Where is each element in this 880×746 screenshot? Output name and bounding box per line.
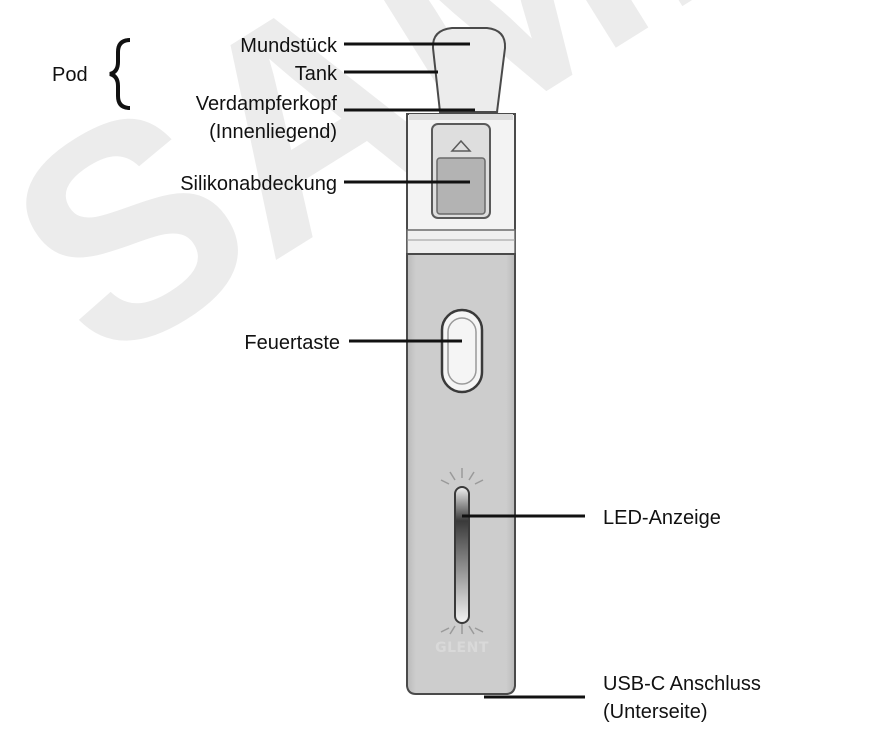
device-body — [406, 253, 516, 695]
label-tank: Tank — [295, 63, 338, 85]
brand-logo: GLENT — [435, 640, 489, 656]
label-fire-button: Feuertaste — [244, 332, 340, 354]
housing-band — [406, 229, 516, 255]
led-glow-bottom-icon — [440, 624, 484, 635]
fire-button — [440, 308, 484, 394]
label-usb: USB-C Anschluss — [603, 673, 761, 695]
pod-bracket-icon — [109, 38, 131, 110]
label-coil-note: (Innenliegend) — [209, 121, 337, 143]
leader-lines — [344, 42, 585, 699]
triangle-up-icon — [450, 139, 472, 152]
label-silicone-cover: Silikonabdeckung — [180, 173, 337, 195]
led-glow-top-icon — [440, 468, 484, 485]
label-coil: Verdampferkopf — [196, 93, 338, 115]
label-mouthpiece: Mundstück — [240, 35, 338, 57]
pod-label: Pod — [52, 64, 88, 86]
led-indicator — [454, 486, 470, 624]
label-usb-note: (Unterseite) — [603, 701, 707, 723]
device: GLENT — [406, 27, 516, 695]
label-led: LED-Anzeige — [603, 507, 721, 529]
pod-mouthpiece — [431, 27, 507, 113]
